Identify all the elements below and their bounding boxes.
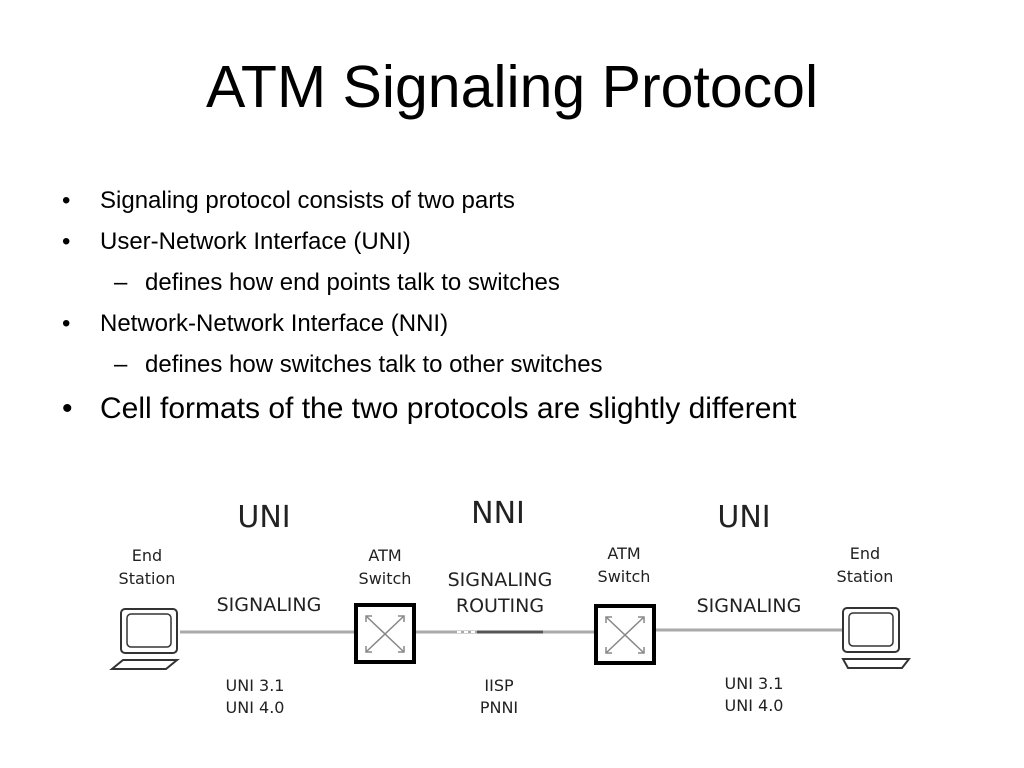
bullet-marker: • [62, 228, 71, 255]
nni-protocol-2: PNNI [480, 698, 518, 717]
uni-right-protocol-2: UNI 4.0 [725, 696, 784, 715]
nni-routing-label: ROUTING [456, 595, 544, 617]
switch-left-label-2: Switch [359, 569, 412, 588]
end-station-left-label-2: Station [119, 569, 176, 588]
sub-bullet-marker: – [114, 269, 128, 296]
sub-bullet-text: defines how switches talk to other switc… [145, 351, 603, 378]
bullet-text: Network-Network Interface (NNI) [100, 310, 449, 337]
uni-header-right: UNI [717, 500, 770, 535]
uni-right-protocol-1: UNI 3.1 [725, 674, 784, 693]
bullet-marker: • [62, 187, 71, 214]
switch-left-label-1: ATM [368, 546, 401, 565]
sub-bullet-marker: – [114, 351, 128, 378]
end-station-left-icon [109, 608, 180, 670]
bullet-text: Cell formats of the two protocols are sl… [100, 392, 797, 425]
nni-signaling-label: SIGNALING [448, 569, 553, 591]
uni-left-signaling-label: SIGNALING [217, 594, 322, 616]
atm-switch-left-icon [354, 603, 416, 664]
nni-header: NNI [471, 496, 525, 531]
switch-right-label-2: Switch [598, 567, 651, 586]
bullet-marker: • [62, 310, 71, 337]
uni-header-left: UNI [237, 500, 290, 535]
uni-right-signaling-label: SIGNALING [697, 595, 802, 617]
end-station-right-label-2: Station [837, 567, 894, 586]
switch-right-label-1: ATM [607, 544, 640, 563]
atm-signaling-diagram: UNI NNI UNI End Station End Station ATM … [109, 496, 912, 717]
sub-bullet-text: defines how end points talk to switches [145, 269, 560, 296]
nni-protocol-1: IISP [484, 676, 514, 695]
bullet-marker: • [62, 392, 73, 425]
slide-title: ATM Signaling Protocol [205, 54, 819, 120]
bullet-text: Signaling protocol consists of two parts [100, 187, 515, 214]
uni-left-protocol-2: UNI 4.0 [226, 698, 285, 717]
end-station-right-icon [841, 607, 912, 669]
uni-left-protocol-1: UNI 3.1 [226, 676, 285, 695]
bullet-text: User-Network Interface (UNI) [100, 228, 411, 255]
end-station-right-label-1: End [850, 544, 880, 563]
atm-switch-right-icon [594, 604, 656, 665]
end-station-left-label-1: End [132, 546, 162, 565]
